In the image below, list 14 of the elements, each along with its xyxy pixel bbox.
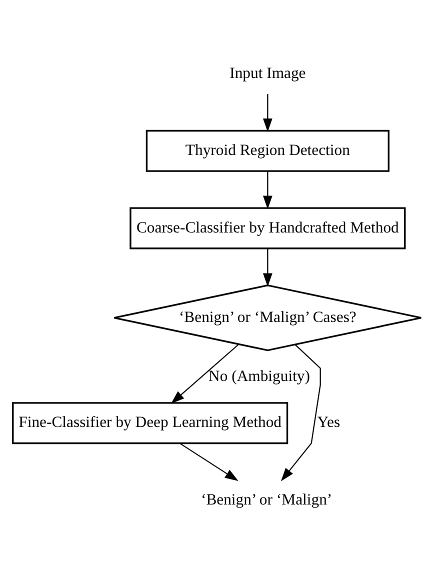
- node-box: Coarse-Classifier by Handcrafted Method: [130, 207, 406, 250]
- arrow: [262, 171, 272, 210]
- arrow: [170, 344, 239, 404]
- arrow: [179, 442, 238, 482]
- arrow: [262, 248, 272, 287]
- edge-label: Yes: [317, 414, 340, 432]
- node-diamond: ‘Benign’ or ‘Malign’ Cases?: [113, 284, 422, 352]
- edge-label: No (Ambiguity): [208, 368, 310, 385]
- node-box: Thyroid Region Detection: [146, 130, 390, 172]
- arrow: [280, 344, 321, 482]
- node-text: Input Image: [230, 64, 306, 82]
- arrow: [262, 94, 272, 132]
- node-text: ‘Benign’ or ‘Malign’: [200, 492, 332, 509]
- node-box: Fine-Classifier by Deep Learning Method: [12, 402, 288, 444]
